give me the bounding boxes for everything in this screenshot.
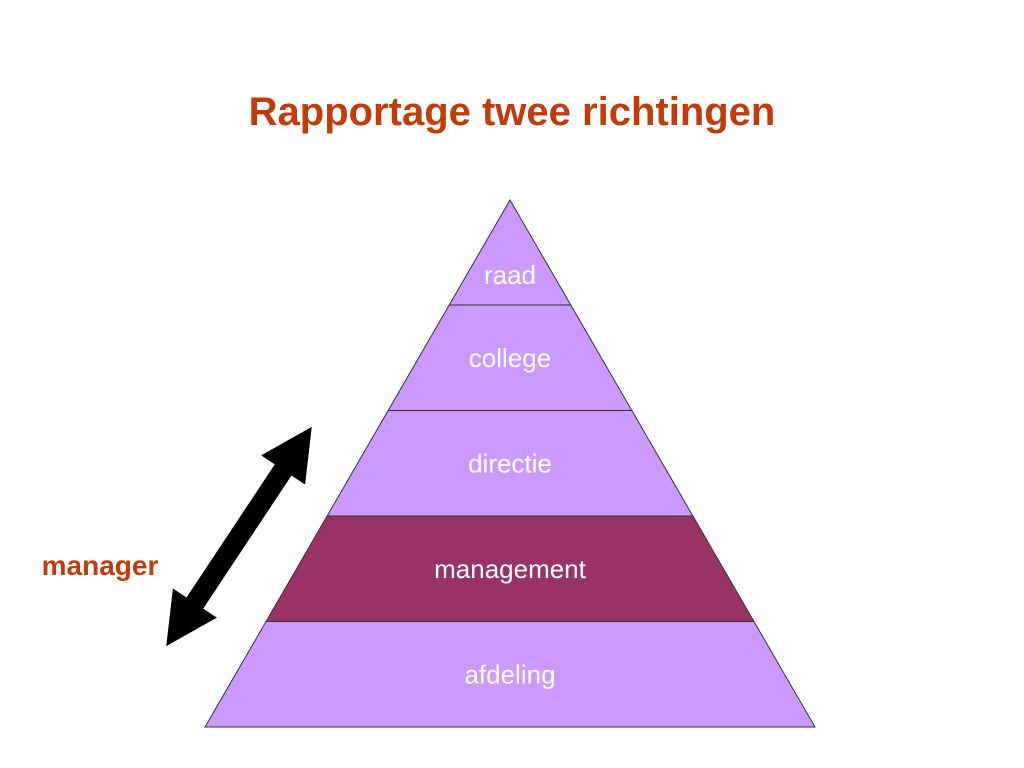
double-headed-arrow-icon [163, 423, 315, 650]
manager-label: manager [42, 550, 159, 581]
pyramid-level-label: raad [484, 260, 536, 290]
pyramid-level-label: afdeling [464, 659, 555, 689]
pyramid-level-afdeling [204, 621, 816, 728]
pyramid-level-label: management [434, 554, 587, 584]
slide-title: Rapportage twee richtingen [248, 90, 776, 134]
arrow-shape [163, 423, 315, 650]
pyramid-level-label: college [469, 343, 551, 373]
pyramid-levels: raad college directie management afdeling [204, 199, 816, 728]
pyramid-level-label: directie [468, 448, 552, 478]
